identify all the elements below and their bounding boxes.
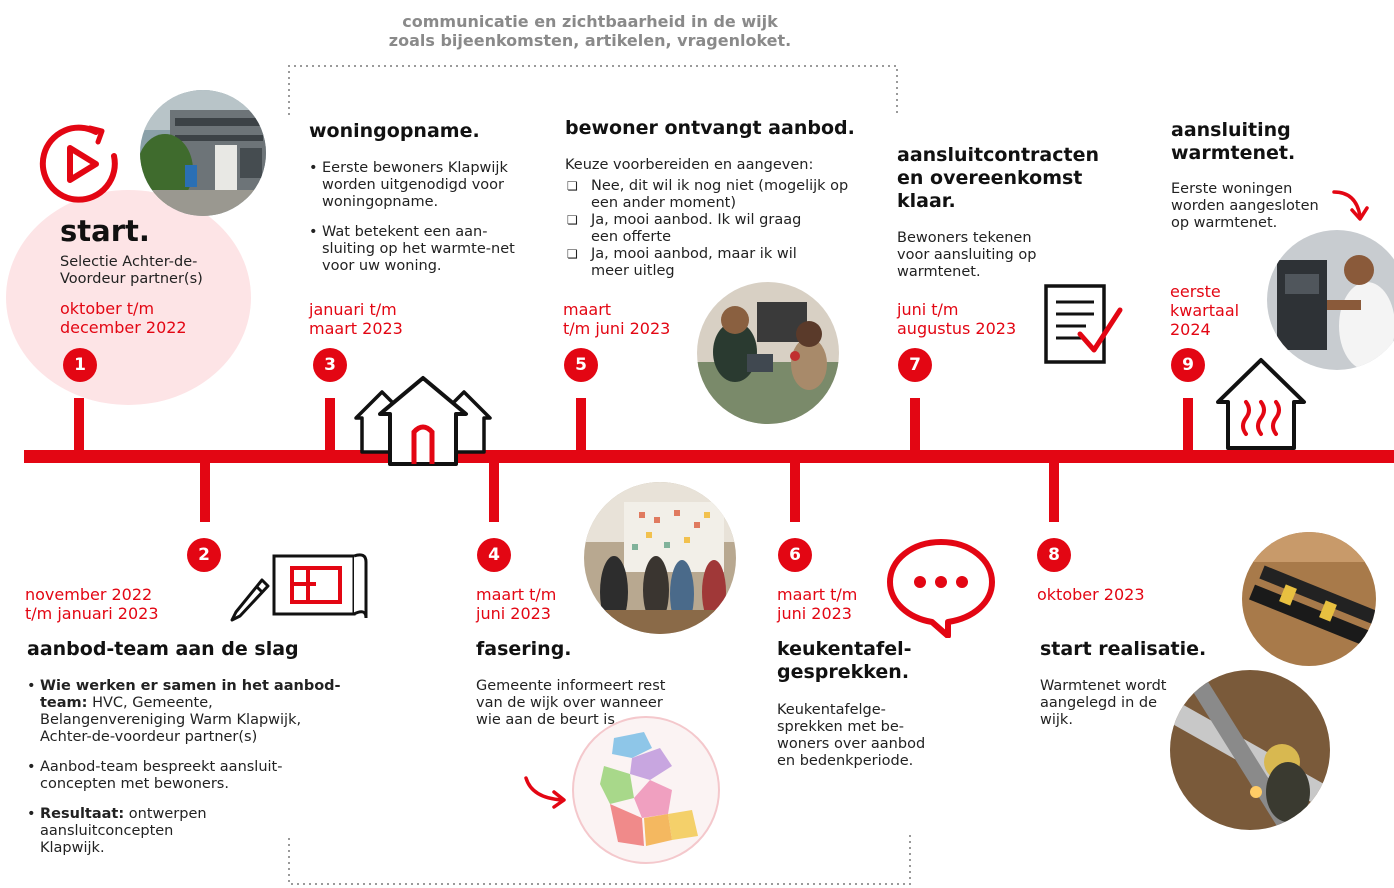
step2-date: november 2022 t/m januari 2023 <box>25 585 159 623</box>
step3-date-line2: maart 2023 <box>309 319 403 338</box>
step3-bullet-1: Eerste bewoners Klapwijk worden uitgenod… <box>309 160 534 211</box>
badge-4: 4 <box>477 538 511 572</box>
contract-check-icon <box>1044 284 1123 364</box>
step5-date-line1: maart <box>563 300 612 319</box>
step6-date: maart t/m juni 2023 <box>777 585 857 623</box>
step8-date: oktober 2023 <box>1037 585 1145 604</box>
step5-intro: Keuze voorbereiden en aangeven: <box>565 157 814 173</box>
badge-5: 5 <box>564 348 598 382</box>
step2-date-line1: november 2022 <box>25 585 153 604</box>
step4-desc: Gemeente informeert rest van de wijk ove… <box>476 678 666 728</box>
step4-date: maart t/m juni 2023 <box>476 585 556 623</box>
badge-9: 9 <box>1171 348 1205 382</box>
step7-date-line1: juni t/m <box>897 300 959 319</box>
step5-title: bewoner ontvangt aanbod. <box>565 117 855 139</box>
step6-date-line2: juni 2023 <box>777 604 852 623</box>
blueprint-icon <box>272 553 368 619</box>
badge-7: 7 <box>898 348 932 382</box>
speech-bubble-icon <box>887 539 995 638</box>
step6-desc: Keukentafelge-sprekken met be-woners ove… <box>777 702 926 769</box>
step2-bullet-3-rest: ontwerpen aansluitconcepten Klapwijk. <box>40 806 207 856</box>
house-photo <box>140 90 266 216</box>
pipes-trench-photo <box>1242 532 1376 666</box>
step3-date-line1: januari t/m <box>309 300 397 319</box>
badge-1: 1 <box>63 348 97 382</box>
step5-option-3: Ja, mooi aanbod, maar ik wil meer uitleg <box>565 246 811 280</box>
step9-title-line1: aansluiting <box>1171 119 1291 141</box>
step2-bullet-2: Aanbod-team bespreekt aansluit-concepten… <box>27 759 300 793</box>
step9-desc: Eerste woningen worden aangesloten op wa… <box>1171 181 1319 231</box>
step2-bullet-1-rest: HVC, Gemeente, Belangenvereniging Warm K… <box>40 695 302 745</box>
step2-bullet-1: Wie werken er samen in het aanbod-team: … <box>27 678 347 746</box>
pencil-icon <box>230 578 270 622</box>
step7-title-line1: aansluitcontracten <box>897 144 1099 166</box>
step5-option-2: Ja, mooi aanbod. Ik wil graag een offert… <box>565 212 831 246</box>
step9-date-line1: eerste <box>1170 282 1221 301</box>
installer-photo <box>1267 230 1394 370</box>
header-note: communicatie en zichtbaarheid in de wijk… <box>340 12 840 50</box>
step9-date-line3: 2024 <box>1170 320 1211 339</box>
step1-date: oktober t/m december 2022 <box>60 299 187 337</box>
step2-date-line2: t/m januari 2023 <box>25 604 159 623</box>
step1-title: start. <box>60 214 150 248</box>
step3-date: januari t/m maart 2023 <box>309 300 403 338</box>
step7-title: aansluitcontracten en overeenkomst klaar… <box>897 144 1099 213</box>
step1-date-line2: december 2022 <box>60 318 187 337</box>
step9-date-line2: kwartaal <box>1170 301 1240 320</box>
step7-desc: Bewoners tekenen voor aansluiting op war… <box>897 230 1037 280</box>
step9-title: aansluiting warmtenet. <box>1171 119 1295 165</box>
living-room-photo <box>697 282 839 424</box>
step1-desc-line2: Voordeur partner(s) <box>60 271 203 287</box>
badge-3: 3 <box>313 348 347 382</box>
step7-title-line2: en overeenkomst <box>897 167 1083 189</box>
header-note-line1: communicatie en zichtbaarheid in de wijk <box>402 12 778 31</box>
step5-options: Nee, dit wil ik nog niet (mogelijk op ee… <box>565 178 860 280</box>
step5-option-1: Nee, dit wil ik nog niet (mogelijk op ee… <box>565 178 860 212</box>
step2-bullet-1-bold: Wie werken er samen in het aanbod-team: <box>40 678 341 711</box>
houses-icon <box>354 376 492 466</box>
step9-date: eerste kwartaal 2024 <box>1170 282 1239 339</box>
step5-date-line2: t/m juni 2023 <box>563 319 671 338</box>
meeting-photo <box>584 482 736 634</box>
curved-arrow-icon <box>524 776 566 809</box>
curved-arrow-icon <box>1332 190 1369 221</box>
step2-title: aanbod-team aan de slag <box>27 638 299 660</box>
step6-date-line1: maart t/m <box>777 585 858 604</box>
step3-bullet-2: Wat betekent een aan-sluiting op het war… <box>309 224 517 275</box>
heated-house-icon <box>1216 358 1306 450</box>
step3-title: woningopname. <box>309 120 480 142</box>
step4-date-line1: maart t/m <box>476 585 557 604</box>
step8-title: start realisatie. <box>1040 638 1207 660</box>
step5-date: maart t/m juni 2023 <box>563 300 670 338</box>
step6-title: keukentafel- gesprekken. <box>777 638 912 684</box>
start-background <box>6 190 251 405</box>
step4-title: fasering. <box>476 638 572 660</box>
step3-bullets: Eerste bewoners Klapwijk worden uitgenod… <box>309 160 534 275</box>
step2-bullet-3: Resultaat: ontwerpen aansluitconcepten K… <box>27 806 220 857</box>
step6-title-line1: keukentafel- <box>777 638 912 660</box>
step1-desc-line1: Selectie Achter-de- <box>60 254 198 270</box>
step9-title-line2: warmtenet. <box>1171 142 1296 164</box>
step6-title-line2: gesprekken. <box>777 661 910 683</box>
phasing-map <box>572 716 720 864</box>
step7-date-line2: augustus 2023 <box>897 319 1017 338</box>
step7-title-line3: klaar. <box>897 190 956 212</box>
step7-date: juni t/m augustus 2023 <box>897 300 1016 338</box>
step8-desc: Warmtenet wordt aangelegd in de wijk. <box>1040 678 1167 728</box>
step2-bullet-3-bold: Resultaat: <box>40 806 125 822</box>
header-note-line2: zoals bijeenkomsten, artikelen, vragenlo… <box>388 31 792 50</box>
badge-2: 2 <box>187 538 221 572</box>
badge-8: 8 <box>1037 538 1071 572</box>
step1-desc: Selectie Achter-de- Voordeur partner(s) <box>60 254 203 288</box>
play-icon <box>39 124 118 203</box>
step4-date-line2: juni 2023 <box>476 604 551 623</box>
step2-bullets: Wie werken er samen in het aanbod-team: … <box>27 678 347 857</box>
badge-6: 6 <box>778 538 812 572</box>
step1-date-line1: oktober t/m <box>60 299 155 318</box>
welding-photo <box>1170 670 1330 830</box>
